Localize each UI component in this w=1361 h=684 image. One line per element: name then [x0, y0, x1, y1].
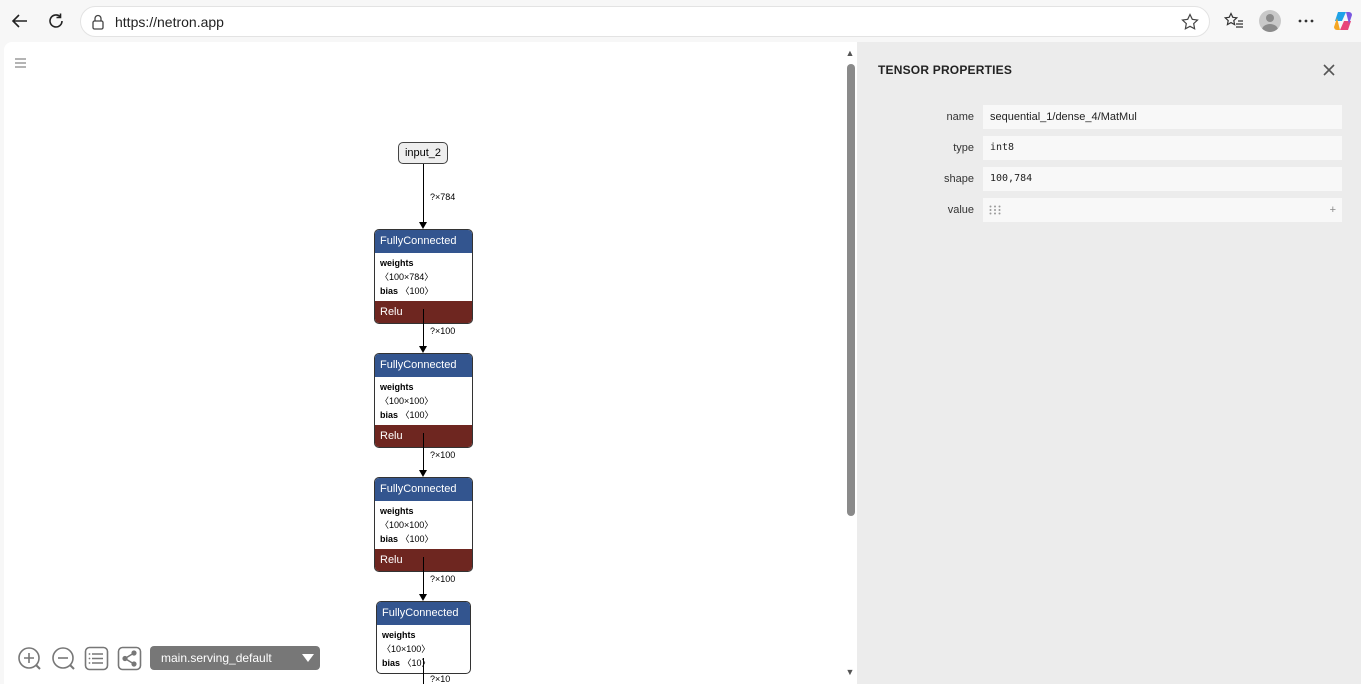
edge-label: ?×100	[430, 574, 456, 584]
panel-title: TENSOR PROPERTIES	[878, 63, 1013, 77]
weights-shape: 〈100×100〉	[380, 396, 434, 406]
refresh-button[interactable]	[42, 7, 70, 35]
edge-line	[423, 433, 424, 470]
weights-shape: 〈100×100〉	[380, 520, 434, 530]
bias-label: bias	[380, 534, 399, 544]
type-label: type	[953, 142, 974, 154]
back-button[interactable]	[6, 7, 34, 35]
edge-line	[423, 164, 424, 222]
layer-node[interactable]: FullyConnected weights 〈100×100〉 bias 〈1…	[374, 477, 473, 572]
arrow-head-icon	[419, 594, 427, 601]
layer-op: FullyConnected	[375, 478, 472, 501]
refresh-icon	[49, 13, 63, 28]
edge-label: ?×100	[430, 326, 456, 336]
layer-op: FullyConnected	[377, 602, 470, 625]
value-label: value	[947, 204, 974, 216]
expand-button[interactable]: +	[1329, 204, 1336, 216]
zoom-in-icon	[18, 647, 41, 670]
hamburger-menu-icon[interactable]	[15, 58, 26, 68]
edge-line	[423, 309, 424, 346]
more-options-button[interactable]	[1294, 9, 1318, 33]
favorites-button[interactable]	[1222, 9, 1246, 33]
arrow-head-icon	[419, 346, 427, 353]
arrow-head-icon	[419, 470, 427, 477]
copilot-icon	[1334, 12, 1352, 30]
bias-label: bias	[380, 410, 399, 420]
weights-label: weights	[380, 258, 414, 268]
back-arrow-icon	[11, 14, 27, 28]
weights-label: weights	[382, 630, 416, 640]
ellipsis-icon	[1298, 19, 1314, 23]
name-value: sequential_1/dense_4/MatMul	[983, 105, 1342, 129]
weights-shape: 〈100×784〉	[380, 272, 434, 282]
zoom-out-button[interactable]	[51, 646, 76, 671]
name-label: name	[946, 111, 974, 123]
layer-op: FullyConnected	[375, 230, 472, 253]
share-icon	[117, 646, 142, 671]
shape-label: shape	[944, 173, 974, 185]
weights-label: weights	[380, 506, 414, 516]
graph-select-value: main.serving_default	[161, 651, 272, 665]
layer-op: FullyConnected	[375, 354, 472, 377]
bias-shape: 〈100〉	[400, 286, 434, 296]
edge-label: ?×100	[430, 450, 456, 460]
lock-icon[interactable]	[91, 14, 105, 30]
edge-line	[423, 557, 424, 594]
layer-attributes: weights 〈10×100〉 bias 〈10〉	[377, 625, 470, 673]
scroll-up-icon[interactable]: ▲	[845, 48, 855, 58]
input-node[interactable]: input_2	[398, 142, 448, 164]
arrow-head-icon	[419, 222, 427, 229]
profile-button[interactable]	[1258, 9, 1282, 33]
favorite-star-icon[interactable]	[1181, 13, 1199, 31]
zoom-in-button[interactable]	[17, 646, 42, 671]
list-icon	[84, 646, 109, 671]
edge-label: ?×10	[430, 674, 451, 684]
weights-shape: 〈10×100〉	[382, 644, 431, 654]
graph-select[interactable]: main.serving_default	[150, 646, 320, 670]
grid-dots-icon	[989, 205, 1001, 215]
bias-label: bias	[380, 286, 399, 296]
value-field[interactable]: +	[983, 198, 1342, 222]
shape-value: 100,784	[983, 167, 1342, 191]
bias-shape: 〈100〉	[400, 534, 434, 544]
bias-shape: 〈10〉	[402, 658, 431, 668]
edge-label: ?×784	[430, 192, 456, 202]
layer-node[interactable]: FullyConnected weights 〈100×784〉 bias 〈1…	[374, 229, 473, 324]
dropdown-arrow-icon	[302, 654, 314, 662]
scrollbar-thumb[interactable]	[847, 64, 855, 516]
weights-label: weights	[380, 382, 414, 392]
layer-attributes: weights 〈100×100〉 bias 〈100〉	[375, 377, 472, 425]
address-bar[interactable]: https://netron.app	[80, 6, 1210, 37]
model-properties-button[interactable]	[84, 646, 109, 671]
scroll-down-icon[interactable]: ▼	[845, 667, 855, 677]
zoom-out-icon	[52, 647, 75, 670]
avatar	[1259, 10, 1281, 32]
favorites-list-icon	[1224, 12, 1243, 28]
export-button[interactable]	[117, 646, 142, 671]
close-icon[interactable]	[1321, 62, 1337, 78]
bias-label: bias	[382, 658, 401, 668]
url-text[interactable]: https://netron.app	[115, 14, 224, 30]
layer-node[interactable]: FullyConnected weights 〈10×100〉 bias 〈10…	[376, 601, 471, 674]
bias-shape: 〈100〉	[400, 410, 434, 420]
type-value: int8	[983, 136, 1342, 160]
layer-attributes: weights 〈100×100〉 bias 〈100〉	[375, 501, 472, 549]
edge-line	[423, 658, 424, 684]
browser-toolbar: https://netron.app	[0, 0, 1361, 42]
layer-attributes: weights 〈100×784〉 bias 〈100〉	[375, 253, 472, 301]
copilot-button[interactable]	[1331, 9, 1355, 33]
